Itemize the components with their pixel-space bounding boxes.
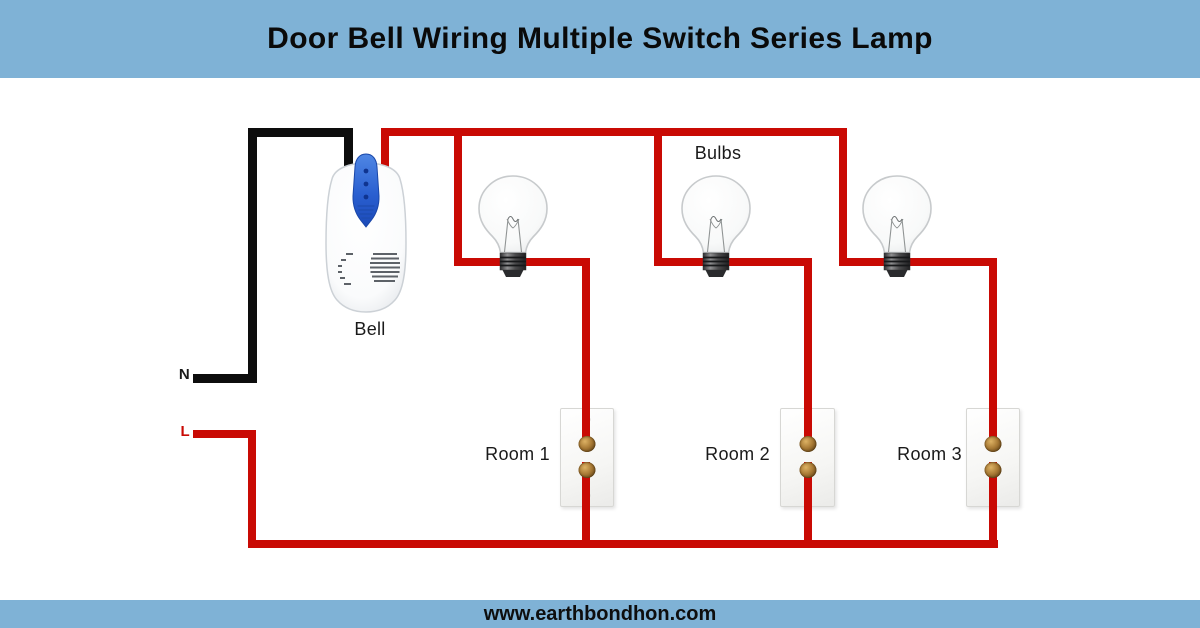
- live-label: L: [180, 423, 190, 440]
- doorbell-device: [325, 153, 407, 313]
- diagram-title: Door Bell Wiring Multiple Switch Series …: [267, 22, 933, 55]
- title-banner: Door Bell Wiring Multiple Switch Series …: [0, 0, 1200, 78]
- footer-banner: www.earthbondhon.com: [0, 600, 1200, 628]
- live-wire-switch2-feed: [804, 258, 812, 446]
- speaker-grille: [338, 253, 400, 285]
- live-wire-bell-drop: [381, 128, 389, 180]
- live-wire-bulb1-drop: [454, 128, 462, 266]
- neutral-wire-lead: [193, 374, 253, 383]
- room-2-label: Room 2: [705, 444, 770, 464]
- bulbs-label: Bulbs: [694, 143, 742, 163]
- switch1-terminal-bottom: [578, 462, 596, 478]
- live-wire-bulb2-run: [654, 258, 812, 266]
- live-wire-bottom-bus: [248, 540, 998, 548]
- live-wire-riser: [248, 430, 256, 548]
- light-bulb-2: [681, 175, 751, 277]
- live-wire-switch3-return: [989, 462, 997, 548]
- neutral-wire-riser: [248, 128, 257, 383]
- neutral-wire-bell-drop: [344, 128, 353, 180]
- live-wire-top-bus: [381, 128, 847, 136]
- live-wire-lead: [193, 430, 253, 438]
- switch2-terminal-bottom: [799, 462, 816, 478]
- live-wire-switch3-feed: [989, 258, 997, 446]
- bell-label: Bell: [354, 319, 386, 339]
- website-url: www.earthbondhon.com: [483, 602, 717, 625]
- live-wire-bulb3-drop: [839, 128, 847, 266]
- live-wire-switch1-feed: [582, 258, 590, 446]
- neutral-label: N: [178, 366, 190, 383]
- switch3-terminal-bottom: [984, 462, 1002, 478]
- neutral-wire-top: [248, 128, 353, 137]
- room-1-label: Room 1: [485, 444, 550, 464]
- light-bulb-3: [862, 175, 932, 277]
- switch2-terminal-top: [799, 436, 816, 452]
- live-wire-switch1-return: [582, 462, 590, 548]
- live-wire-switch2-return: [804, 462, 812, 548]
- live-wire-bulb2-drop: [654, 128, 662, 266]
- room-3-label: Room 3: [897, 444, 962, 464]
- bell-body: [325, 162, 407, 313]
- light-bulb-1: [478, 175, 548, 277]
- switch1-terminal-top: [578, 436, 596, 452]
- switch3-terminal-top: [984, 436, 1002, 452]
- live-wire-bulb3-run: [839, 258, 997, 266]
- bell-button: [352, 153, 380, 228]
